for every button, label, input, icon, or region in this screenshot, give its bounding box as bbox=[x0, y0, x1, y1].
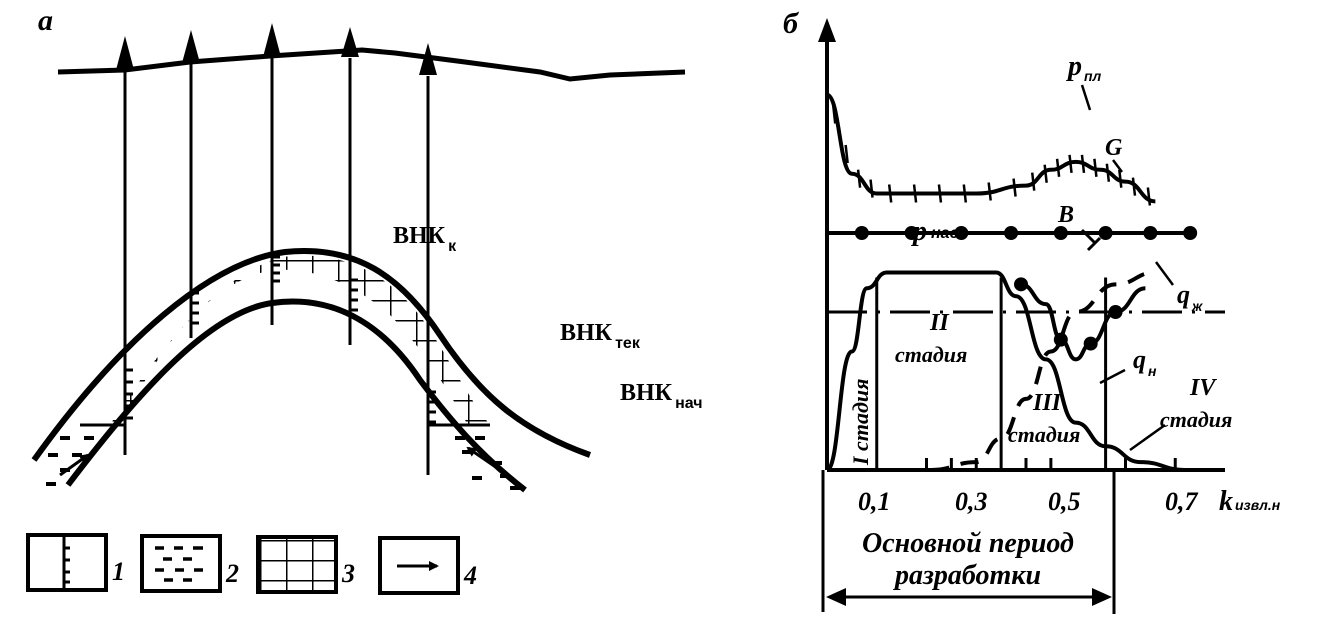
legend-item-4: 4 bbox=[378, 536, 477, 595]
period-label-line2: разработки bbox=[893, 560, 1041, 591]
x-tick-label: 0,7 bbox=[1165, 487, 1199, 516]
series-p-пл-tick bbox=[912, 184, 918, 203]
series-p-пл-tick bbox=[1105, 163, 1111, 182]
well-4 bbox=[341, 27, 359, 345]
series-p-пл-tick bbox=[962, 184, 968, 203]
leader-q-zh bbox=[1154, 261, 1175, 286]
stage-4-word: стадия bbox=[1160, 407, 1232, 432]
x-tick-label: 0,3 bbox=[955, 487, 988, 516]
series-G-marker bbox=[1183, 226, 1198, 240]
series-B bbox=[931, 270, 1156, 472]
series-p-пл-tick bbox=[1131, 177, 1137, 196]
legend: 1 2 3 4 bbox=[26, 533, 477, 595]
series-p-пл-tick bbox=[856, 169, 862, 188]
reservoir-bed bbox=[31, 248, 592, 493]
leader-p-pl bbox=[1080, 84, 1092, 111]
leader-stage-iv bbox=[1129, 423, 1166, 452]
legend-num: 3 bbox=[341, 559, 355, 588]
legend-num: 4 bbox=[463, 561, 477, 590]
series-p-пл-tick bbox=[1055, 158, 1061, 177]
series-p-пл-tick bbox=[987, 182, 992, 201]
well-head-icon bbox=[182, 30, 200, 63]
series-q-ж-marker bbox=[1014, 277, 1029, 292]
well-head-icon bbox=[116, 36, 134, 70]
stage-2-roman: II bbox=[929, 310, 950, 336]
series-G-marker bbox=[954, 226, 969, 240]
ground-surface bbox=[57, 47, 686, 82]
legend-num: 2 bbox=[225, 559, 239, 588]
legend-item-1: 1 bbox=[26, 533, 125, 592]
series-q-ж bbox=[1020, 282, 1146, 362]
series-G-marker bbox=[854, 226, 869, 240]
stage-3-word: стадия bbox=[1008, 422, 1080, 447]
x-tick-label: 0,5 bbox=[1048, 487, 1081, 516]
series-q-ж-marker bbox=[1108, 305, 1123, 319]
series-p-пл-tick bbox=[1093, 158, 1098, 177]
panel-b-letter: б bbox=[783, 7, 799, 40]
period-arrow-left-icon bbox=[826, 588, 846, 606]
series-p-пл-tick bbox=[831, 105, 837, 124]
stage-4-roman: IV bbox=[1189, 375, 1217, 401]
series-p-пл-tick bbox=[887, 184, 893, 203]
series-G-marker bbox=[1143, 226, 1158, 240]
contact-ticks bbox=[125, 255, 436, 424]
label-g: G bbox=[1105, 135, 1123, 161]
stage-3-roman: III bbox=[1032, 390, 1063, 416]
well-5 bbox=[419, 43, 437, 475]
oil-zone bbox=[110, 255, 490, 425]
series-q-н bbox=[825, 270, 1186, 472]
flow-arrow-right bbox=[466, 446, 501, 472]
legend-item-3: 3 bbox=[256, 535, 355, 594]
series-G-marker bbox=[904, 226, 919, 240]
series-p-пл-tick bbox=[1043, 164, 1048, 183]
series-p-пл-tick bbox=[844, 144, 849, 164]
legend-item-2: 2 bbox=[140, 534, 239, 593]
series-p-пл-tick bbox=[1030, 172, 1036, 191]
label-b: B bbox=[1057, 202, 1074, 228]
series-p-пл-tick bbox=[937, 184, 943, 203]
legend-num: 1 bbox=[112, 557, 125, 586]
stage-2-word: стадия bbox=[895, 342, 967, 367]
series-p-пл-tick bbox=[1118, 169, 1123, 188]
leader-b bbox=[1080, 228, 1102, 252]
x-tick-label: 0,1 bbox=[858, 487, 891, 516]
series-p-пл-tick bbox=[1012, 178, 1017, 197]
period-label-line1: Основной период bbox=[862, 528, 1074, 559]
series-G-marker bbox=[1098, 226, 1113, 240]
series-p-пл-tick bbox=[1146, 187, 1152, 206]
panel-a-letter: а bbox=[38, 4, 53, 37]
series-p-пл-tick bbox=[1080, 154, 1086, 174]
bed-top bbox=[31, 248, 592, 462]
series-q-ж-marker bbox=[1053, 332, 1068, 347]
series-q-ж-marker bbox=[1083, 336, 1098, 351]
bed-bottom bbox=[65, 298, 527, 493]
wells bbox=[116, 23, 437, 475]
well-head-icon bbox=[341, 27, 359, 57]
flow-arrow-left bbox=[59, 453, 90, 477]
well-1 bbox=[116, 36, 134, 455]
leader-g bbox=[1112, 159, 1123, 173]
leader-q-n bbox=[1099, 368, 1126, 385]
period-arrow-right-icon bbox=[1092, 588, 1112, 606]
well-head-icon bbox=[263, 23, 281, 57]
panel-a: а bbox=[26, 4, 703, 595]
series-p-пл-tick bbox=[869, 179, 874, 198]
series-G-marker bbox=[1004, 226, 1019, 240]
stage-1-label: I стадия bbox=[848, 379, 873, 466]
well-head-icon bbox=[419, 43, 437, 75]
series-p-пл-tick bbox=[1068, 154, 1073, 174]
y-axis-arrow-icon bbox=[818, 18, 836, 42]
chart-layer bbox=[825, 92, 1225, 472]
series-G-marker bbox=[1053, 226, 1068, 240]
